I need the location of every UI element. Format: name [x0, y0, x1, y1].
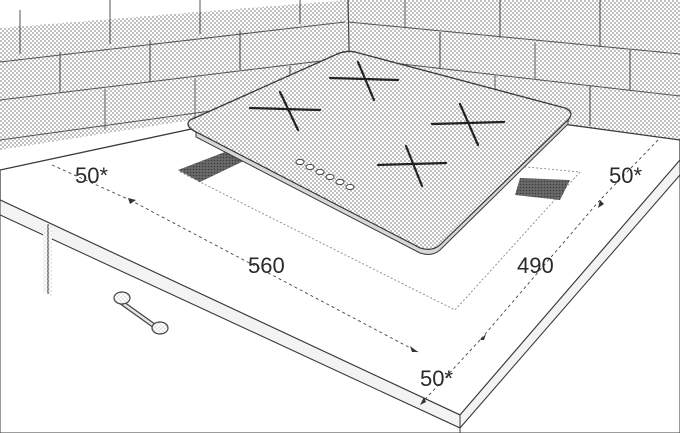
control-knobs	[295, 158, 355, 191]
right-margin-label: 50*	[609, 163, 643, 188]
dimension-right-margin	[599, 139, 659, 201]
cutout-width-label: 560	[248, 253, 285, 278]
dimension-width	[129, 199, 419, 353]
tiled-wall-left	[0, 0, 350, 150]
dimension-front-margin	[419, 339, 481, 406]
cabinet-front	[0, 174, 680, 433]
left-margin-label: 50*	[75, 163, 109, 188]
mounting-bracket-right	[515, 178, 570, 200]
dimension-arrows	[128, 198, 604, 405]
burner-front-center	[376, 144, 448, 188]
drawer-handle	[113, 291, 169, 335]
dimension-left-margin	[51, 164, 131, 201]
burner-back-center	[328, 60, 400, 102]
cutout-depth-label: 490	[517, 253, 554, 278]
mounting-bracket-left	[178, 150, 250, 182]
dimension-depth	[479, 199, 601, 341]
front-margin-label: 50*	[420, 366, 454, 391]
burner-back-left	[248, 90, 322, 132]
burner-front-right	[430, 102, 506, 147]
